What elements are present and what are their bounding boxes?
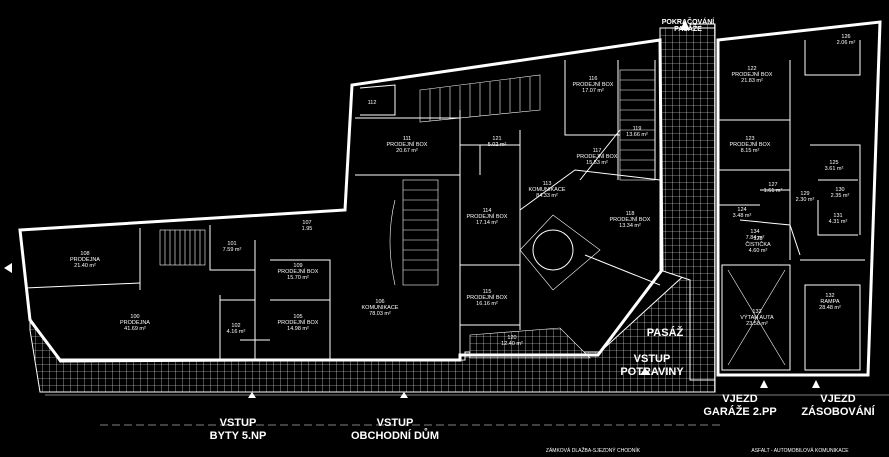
interior-walls-right	[718, 40, 865, 371]
staircase-left	[159, 229, 206, 266]
entrance-arrows	[4, 20, 820, 398]
building-outline-right	[716, 20, 882, 377]
room-112: 112	[368, 100, 377, 106]
interior-walls	[24, 60, 661, 360]
building-outline-left	[18, 38, 664, 362]
sidewalk-paving	[29, 23, 716, 393]
central-diamond	[519, 214, 601, 291]
car-lift-symbol	[727, 269, 786, 366]
note-asfalt: ASFALT - AUTOMOBILOVÁ KOMUNIKACE	[751, 447, 849, 454]
staircase-top	[419, 74, 541, 123]
label-pasaz: PASÁŽ	[647, 326, 684, 339]
central-round-feature	[532, 229, 574, 271]
staircase-right	[619, 69, 656, 181]
note-chodnik: ZÁMKOVÁ DLAŽBA-SJEZDNÝ CHODNÍK	[546, 446, 641, 454]
street-lines	[45, 394, 889, 426]
area-near-120	[469, 327, 591, 359]
staircase-center	[389, 179, 439, 286]
pasaz-strip	[659, 27, 716, 381]
